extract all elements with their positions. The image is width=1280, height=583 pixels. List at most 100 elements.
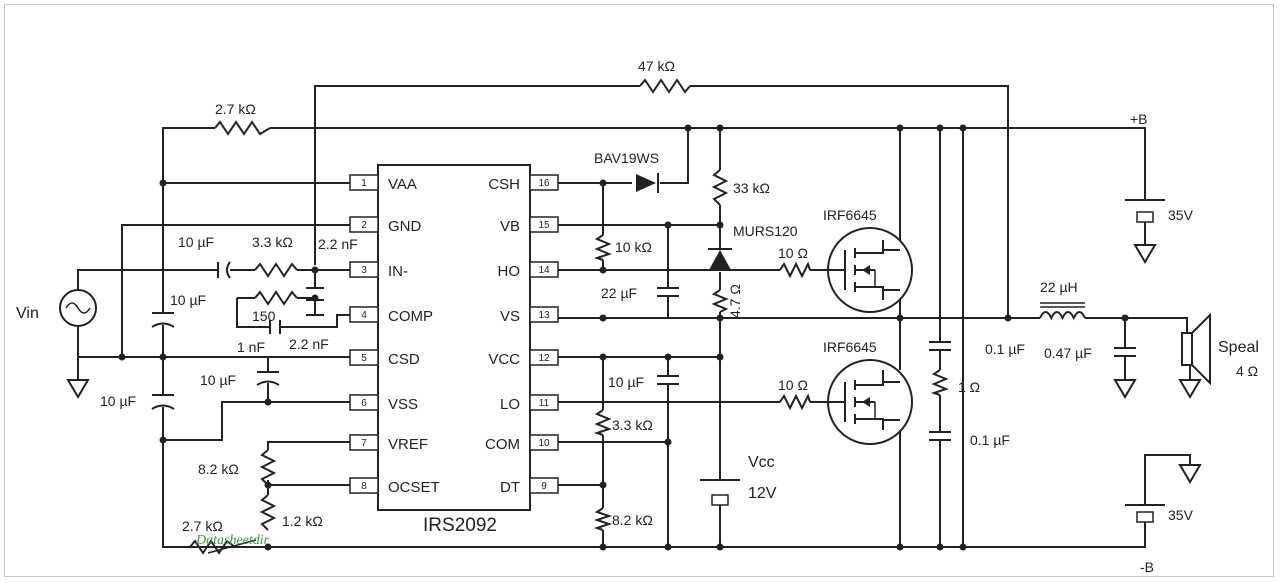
label-vcc-value: 12V — [748, 485, 777, 502]
pin-number: 11 — [539, 398, 550, 409]
pin-name: VSS — [388, 396, 418, 413]
label-minus-b: -B — [1140, 559, 1154, 575]
pin-name: OCSET — [388, 479, 440, 496]
capacitor-0u47 — [1114, 347, 1136, 357]
capacitor-10u-left2 — [151, 394, 175, 410]
ic-pin-12: 12 VCC — [488, 349, 559, 368]
pin-name: VAA — [388, 176, 417, 193]
mosfet-high — [827, 227, 913, 313]
ground-icon — [1133, 244, 1157, 264]
label-v35-top: 35V — [1168, 207, 1194, 223]
pin-number: 9 — [541, 481, 547, 492]
junction-dots — [118, 124, 1129, 551]
label-plus-b: +B — [1130, 111, 1148, 127]
ground-icon — [1113, 379, 1137, 399]
label-r-8k2-left: 8.2 kΩ — [198, 461, 239, 477]
capacitor-10u-left1 — [151, 312, 175, 328]
pin-name: DT — [500, 479, 520, 496]
pin-name: LO — [500, 396, 520, 413]
resistor-33k — [711, 169, 729, 206]
label-diode-murs: MURS120 — [733, 223, 798, 239]
label-speaker: Speal — [1218, 339, 1259, 356]
ic-pin-8: 8 OCSET — [349, 477, 440, 496]
label-c-0u1-bottom: 0.1 µF — [970, 432, 1010, 448]
label-c-10u-vcc: 10 µF — [608, 374, 644, 390]
resistor-4r7 — [711, 289, 729, 313]
label-vcc: Vcc — [748, 454, 775, 471]
ground-icon — [66, 379, 90, 399]
capacitor-1n — [269, 320, 281, 334]
label-c-0u1-top: 0.1 µF — [985, 341, 1025, 357]
pin-name: HO — [498, 263, 521, 280]
label-r-2k7-top: 2.7 kΩ — [215, 101, 256, 117]
label-c-10u-in: 10 µF — [178, 234, 214, 250]
resistor-10-high — [779, 261, 811, 279]
pin-number: 1 — [361, 178, 367, 189]
ground-symbols — [66, 244, 1202, 484]
pin-name: VREF — [388, 436, 428, 453]
pin-number: 8 — [361, 481, 367, 492]
label-mosfet-low: IRF6645 — [823, 339, 877, 355]
label-v35-bottom: 35V — [1168, 507, 1194, 523]
capacitor-10u-vcc — [657, 375, 679, 385]
resistor-3k3-right — [593, 409, 612, 436]
label-c-22u: 22 µF — [601, 285, 637, 301]
resistor-10-low — [779, 393, 811, 411]
label-r-1: 1 Ω — [958, 379, 980, 395]
label-mosfet-high: IRF6645 — [823, 207, 877, 223]
resistors — [189, 78, 949, 555]
capacitor-10u-csd — [256, 371, 280, 386]
pin-number: 2 — [361, 220, 367, 231]
label-c-2n2-bottom: 2.2 nF — [289, 336, 329, 352]
capacitor-0u1-bottom — [929, 431, 951, 441]
pin-name: IN- — [388, 263, 408, 280]
resistor-3k3-in — [254, 262, 298, 278]
resistor-1k2 — [259, 494, 277, 531]
diagram-frame — [4, 4, 1274, 577]
vin-source — [59, 289, 97, 327]
label-inductor: 22 µH — [1040, 279, 1078, 295]
label-r-10-high: 10 Ω — [778, 245, 808, 261]
capacitor-0u1-top — [929, 341, 951, 351]
pin-name: COMP — [388, 308, 433, 325]
pin-number: 3 — [361, 265, 367, 276]
watermark: Datasheetdir — [195, 533, 270, 548]
pin-name: VCC — [488, 351, 520, 368]
pin-number: 5 — [361, 353, 367, 364]
label-r-3k3-right: 3.3 kΩ — [612, 417, 653, 433]
capacitor-22u — [657, 287, 679, 297]
resistor-comp — [254, 290, 298, 306]
label-r-10-low: 10 Ω — [778, 377, 808, 393]
pin-number: 16 — [538, 178, 550, 189]
ic-pin-1: 1 VAA — [349, 174, 417, 193]
ic-pin-9: 9 DT — [500, 477, 559, 496]
mosfets — [827, 227, 913, 445]
resistor-8k2-left — [259, 449, 277, 486]
pin-name: COM — [485, 436, 520, 453]
pin-number: 13 — [538, 310, 550, 321]
label-r-33k: 33 kΩ — [733, 180, 770, 196]
label-r-47k: 47 kΩ — [638, 58, 675, 74]
ground-icon — [1178, 379, 1202, 399]
pin-number: 15 — [538, 220, 550, 231]
label-c-1n: 1 nF — [237, 339, 265, 355]
pin-name: CSD — [388, 351, 420, 368]
label-c-10u-csd: 10 µF — [200, 372, 236, 388]
pin-number: 12 — [538, 353, 550, 364]
label-vin: Vin — [16, 305, 39, 322]
component-labels: 47 kΩ 2.7 kΩ BAV19WS 33 kΩ MURS120 10 kΩ… — [16, 58, 1259, 575]
label-c-10u-left2: 10 µF — [100, 393, 136, 409]
diodes — [636, 173, 732, 270]
ground-icon — [1178, 464, 1202, 484]
label-diode-bav: BAV19WS — [594, 150, 659, 166]
ic-name: IRS2092 — [423, 515, 497, 536]
label-c-10u-left1: 10 µF — [170, 292, 206, 308]
diode-bav19ws — [636, 173, 659, 193]
